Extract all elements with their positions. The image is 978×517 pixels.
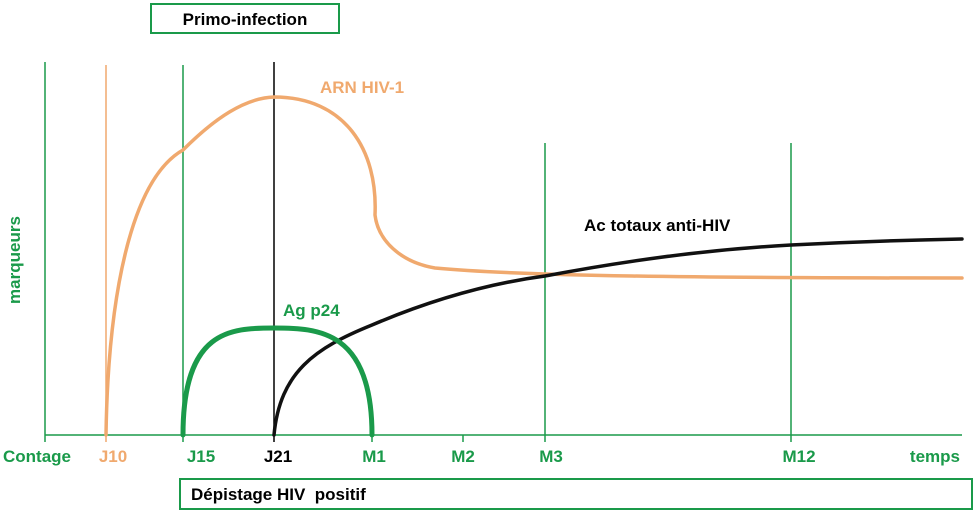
depistage-label: Dépistage HIV positif — [191, 485, 366, 504]
x-ticks — [44, 435, 792, 442]
primo-infection-label: Primo-infection — [183, 10, 308, 29]
ag-p24-curve — [180, 325, 375, 438]
x-axis-end-label: temps — [910, 447, 960, 466]
x-label-m2: M2 — [451, 447, 475, 466]
x-label-m1: M1 — [362, 447, 386, 466]
x-label-j10: J10 — [99, 447, 127, 466]
ag-p24-label: Ag p24 — [283, 301, 340, 320]
arn-hiv-label: ARN HIV-1 — [320, 78, 404, 97]
ac-anti-hiv-curve — [272, 237, 964, 437]
x-label-m12: M12 — [782, 447, 815, 466]
y-axis-label: marqueurs — [5, 216, 24, 304]
ac-anti-hiv-label: Ac totaux anti-HIV — [584, 216, 731, 235]
x-label-contage: Contage — [3, 447, 71, 466]
x-label-m3: M3 — [539, 447, 563, 466]
x-label-j21: J21 — [264, 447, 292, 466]
x-label-j15: J15 — [187, 447, 215, 466]
primo-infection-box — [150, 3, 340, 34]
arn-hiv-curve — [104, 95, 964, 437]
depistage-box — [179, 478, 973, 510]
